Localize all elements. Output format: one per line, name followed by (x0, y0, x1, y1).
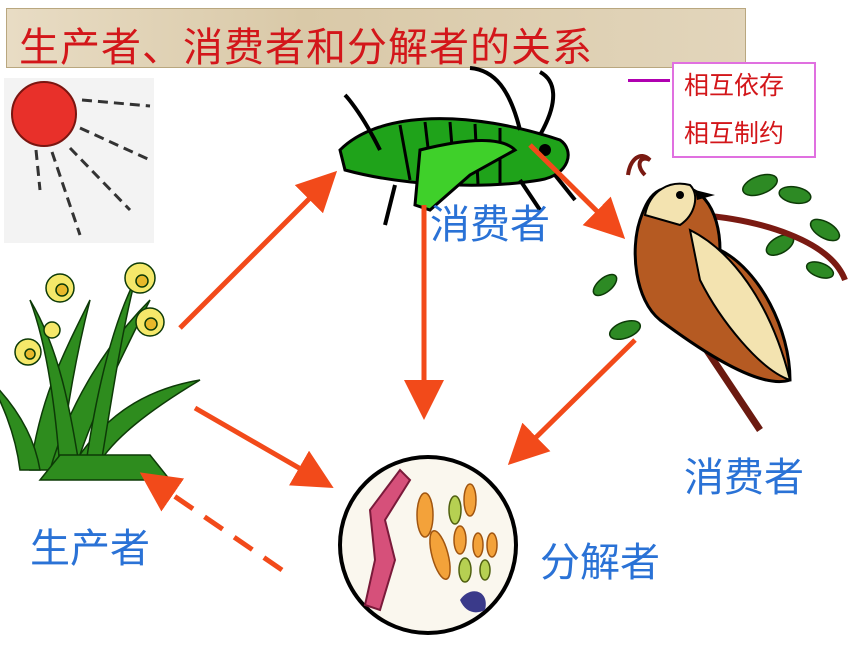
label-consumer-bird: 消费者 (684, 455, 804, 501)
title-banner: 生产者、消费者和分解者的关系 (6, 8, 746, 71)
arrow-decomposer-to-producer-dashed (139, 472, 284, 573)
relation-mutual-restraint: 相互制约 (684, 119, 785, 148)
diagram-title: 生产者、消费者和分解者的关系 (19, 25, 593, 71)
label-consumer-grasshopper: 消费者 (430, 202, 550, 248)
arrow-producer-to-grasshopper (178, 170, 338, 330)
relation-interdependence: 相互依存 (684, 71, 785, 100)
relation-connector-line (628, 79, 670, 82)
decomposer-microbe-illustration (338, 455, 518, 635)
relation-box: 相互依存 相互制约 (672, 62, 816, 158)
sun-illustration (4, 78, 154, 243)
arrow-grasshopper-to-bird (528, 143, 626, 240)
arrow-producer-to-decomposer (193, 405, 334, 488)
bird-illustration (592, 154, 848, 432)
label-decomposer: 分解者 (540, 540, 660, 586)
grasshopper-illustration (338, 66, 577, 226)
arrow-bird-to-decomposer (507, 338, 637, 466)
daffodil-plant-illustration (0, 262, 201, 481)
label-producer: 生产者 (30, 526, 150, 572)
arrow-group (139, 143, 637, 573)
